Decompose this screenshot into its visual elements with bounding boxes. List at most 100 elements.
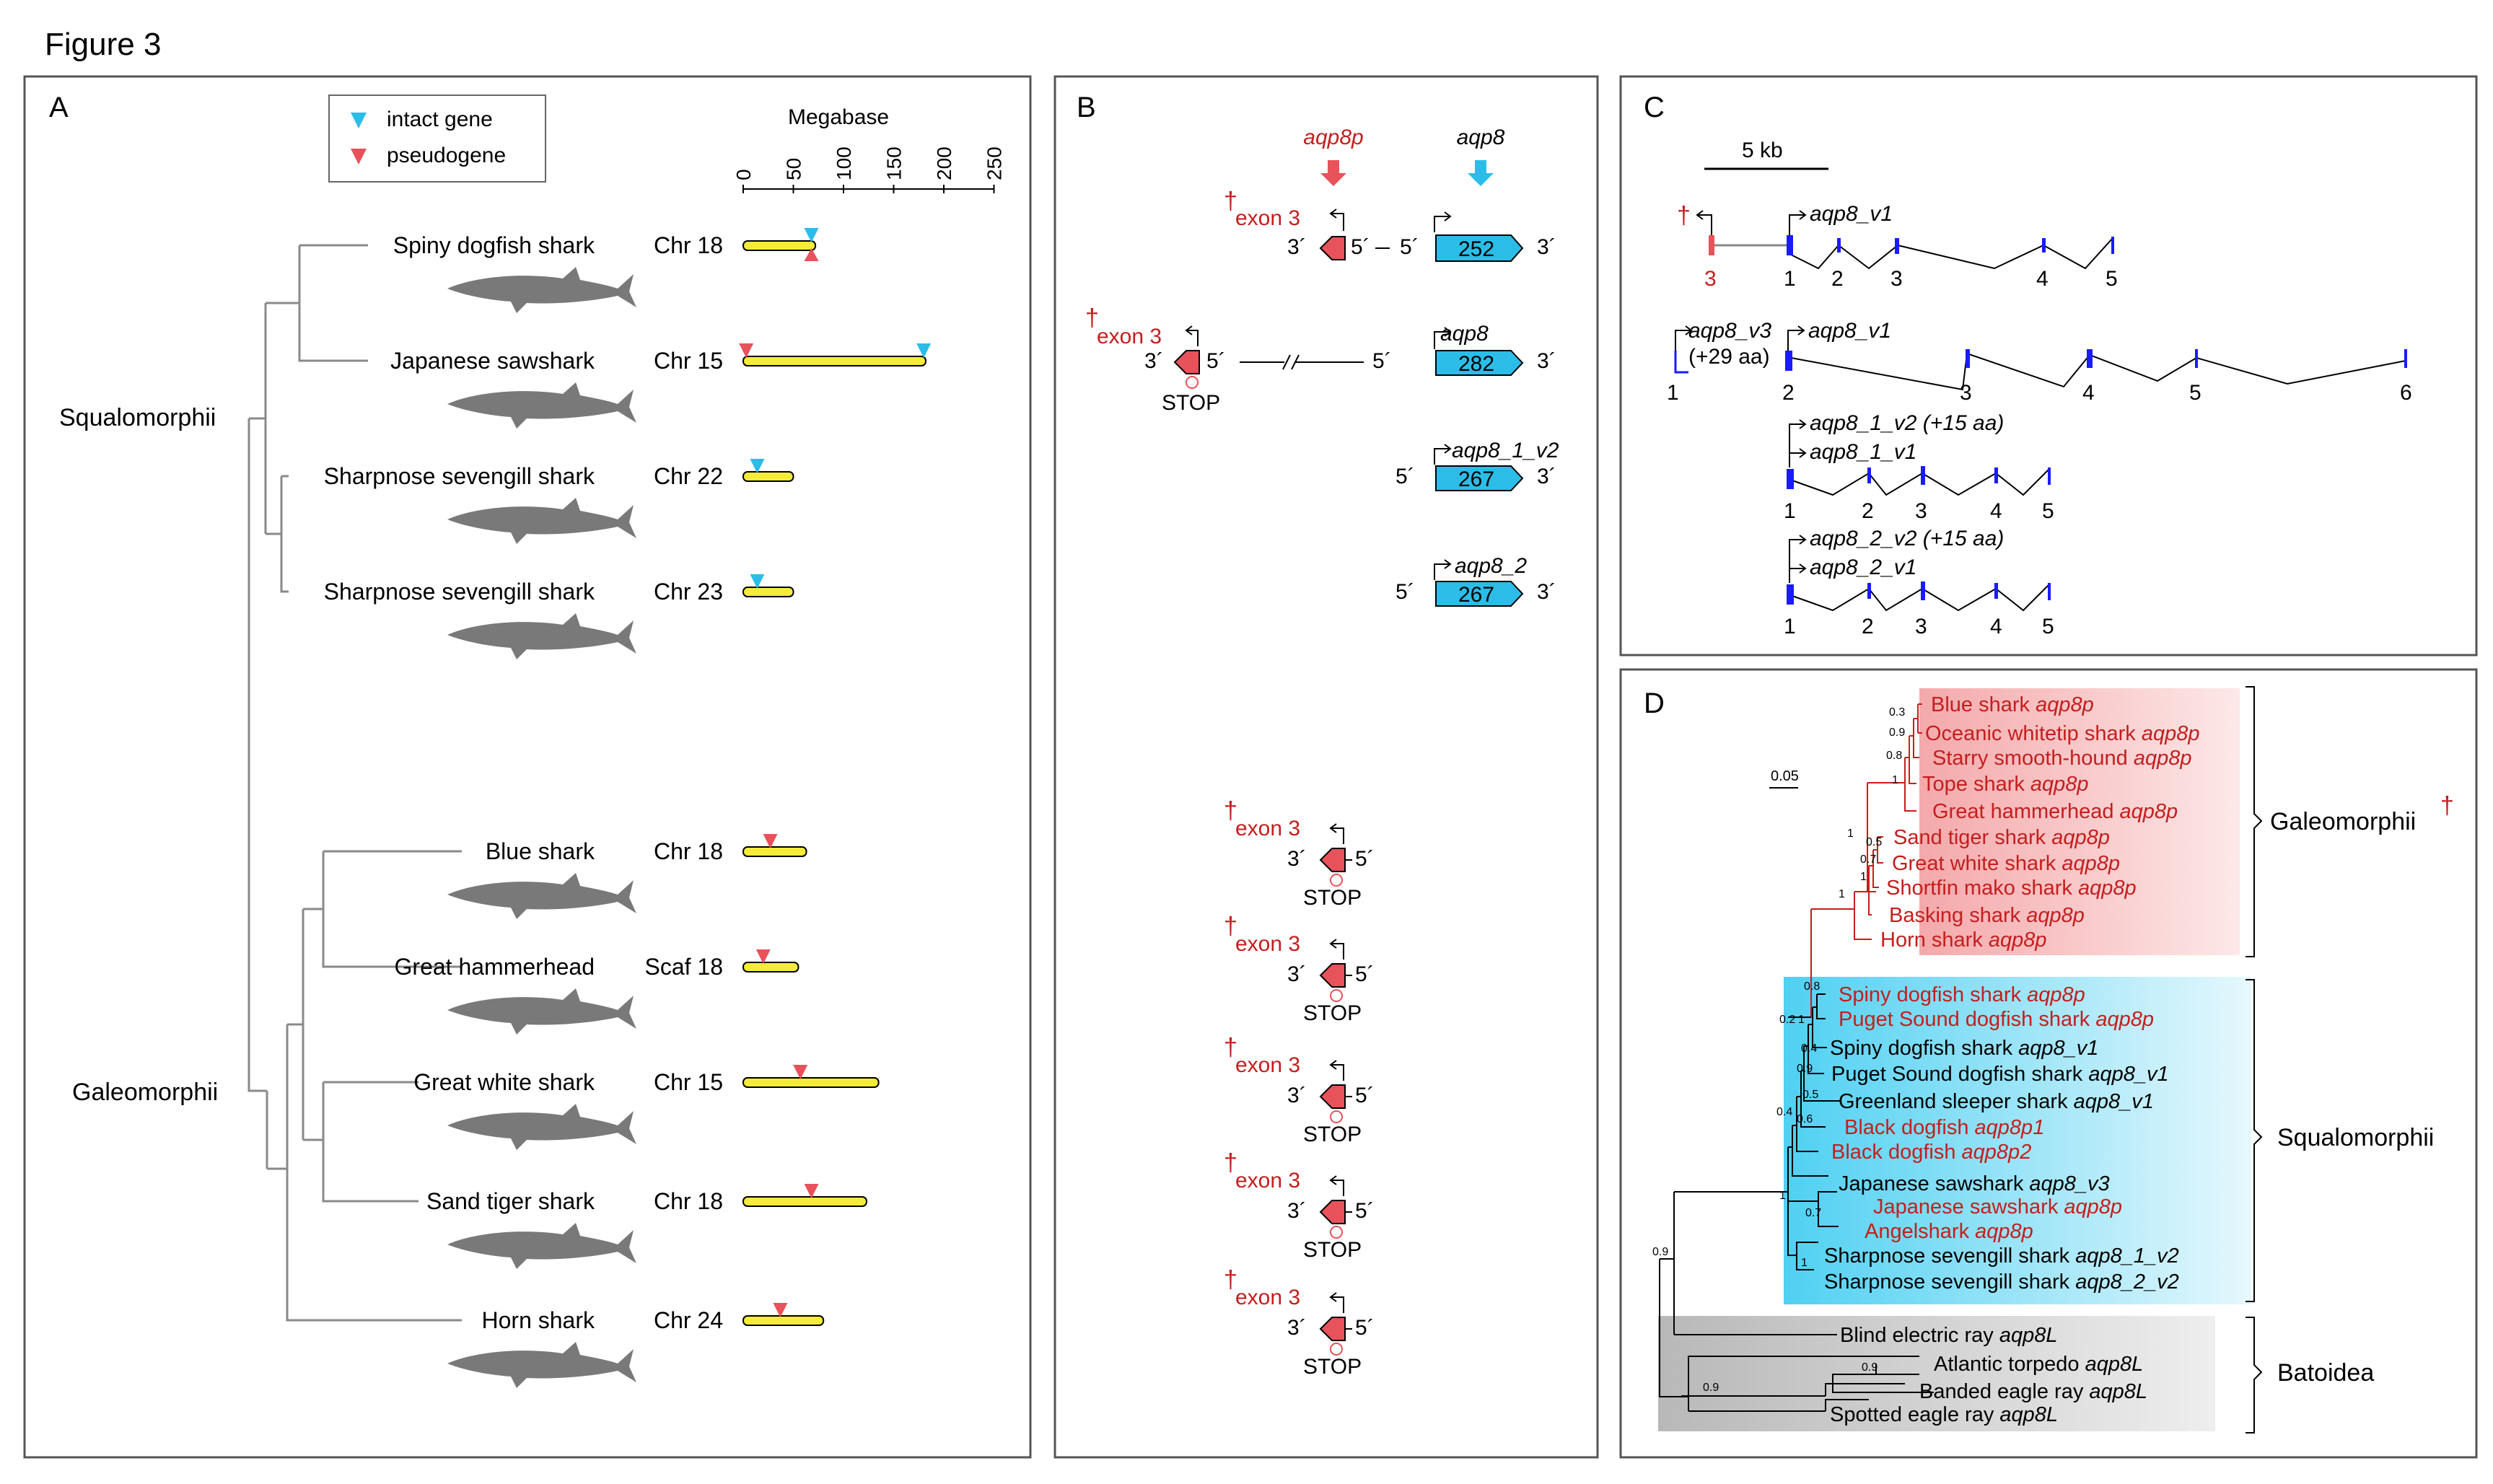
- support-value: 0.5: [1866, 836, 1882, 848]
- support-value: 1: [1892, 774, 1898, 786]
- species-name: Spiny dogfish shark: [393, 232, 595, 258]
- chromosome-bar: [742, 1315, 825, 1326]
- svg-text:3´: 3´: [1287, 1084, 1307, 1107]
- chromosome-bar: [742, 962, 799, 972]
- svg-text:3´: 3´: [1537, 349, 1556, 373]
- chromosome-name: Chr 18: [654, 1188, 723, 1214]
- tree-leaf: Tope shark aqp8p: [1922, 773, 2089, 796]
- svg-text:3´: 3´: [1287, 1199, 1307, 1223]
- species-name: Great hammerhead: [395, 954, 595, 980]
- support-value: 0.9: [1703, 1382, 1719, 1394]
- chromosome-name: Chr 24: [654, 1307, 723, 1333]
- scale-tick-label: 100: [833, 146, 855, 180]
- support-value: 1: [1839, 888, 1845, 900]
- locus-sevengill-chr22: aqp8_1_v2 5´ 267 3´: [1396, 439, 1559, 491]
- pseudogene-marker: [804, 248, 819, 261]
- gene-structure-4: aqp8_2_v2 (+15 aa) aqp8_2_v1 1 2 3 4 5: [1784, 527, 2054, 638]
- svg-text:3´: 3´: [1144, 349, 1164, 373]
- svg-text:2: 2: [1831, 267, 1844, 291]
- tree-leaf: Angelshark aqp8p: [1865, 1220, 2033, 1243]
- svg-text:3´: 3´: [1537, 580, 1556, 604]
- box-value: 267: [1458, 467, 1494, 491]
- svg-text:aqp8_1_v1: aqp8_1_v1: [1810, 440, 1916, 464]
- pseudogene-arrow-icon: [1320, 160, 1346, 186]
- svg-text:4: 4: [2036, 267, 2049, 291]
- support-value: 0.9: [1889, 726, 1905, 739]
- shark-silhouette: [447, 1342, 636, 1388]
- intact-gene-marker: [804, 228, 819, 242]
- scale-tick-label: 200: [933, 146, 955, 180]
- locus-japanese-sawshark: † exon 3 3´ STOP 5´ 5´ aqp8 282 3´: [1085, 304, 1556, 415]
- chromosome-bar: [742, 471, 794, 482]
- panel-a-frame: [23, 75, 1032, 1459]
- box-value: 267: [1458, 583, 1494, 607]
- tree-leaf: Oceanic whitetip shark aqp8p: [1925, 722, 2199, 745]
- svg-text:3´: 3´: [1287, 235, 1307, 259]
- svg-text:5´: 5´: [1355, 1084, 1375, 1107]
- support-value: 0.2: [1779, 1014, 1795, 1026]
- species-name: Sharpnose sevengill shark: [324, 463, 595, 489]
- svg-text:5´: 5´: [1355, 847, 1375, 871]
- svg-text:1: 1: [1784, 267, 1796, 291]
- header-gene: aqp8: [1457, 126, 1505, 149]
- svg-text:exon 3: exon 3: [1235, 1169, 1300, 1193]
- scale-tick-label: 0: [732, 169, 755, 180]
- clade-brackets: [2246, 686, 2263, 1433]
- svg-text:exon 3: exon 3: [1235, 1286, 1300, 1309]
- shark-silhouette: [447, 988, 636, 1035]
- svg-text:4: 4: [2082, 381, 2095, 405]
- svg-text:aqp8_v1: aqp8_v1: [1810, 202, 1893, 226]
- galeomorphii-highlight: [1919, 688, 2240, 955]
- svg-text:1: 1: [1667, 381, 1679, 405]
- tree-leaf: Puget Sound dogfish shark aqp8_v1: [1831, 1063, 2169, 1086]
- tree-leaf: Great white shark aqp8p: [1892, 852, 2120, 875]
- svg-text:5: 5: [2042, 615, 2054, 638]
- scale-tick-label: 250: [983, 146, 1006, 180]
- svg-text:2: 2: [1862, 615, 1874, 638]
- tree-leaf: Puget Sound dogfish shark aqp8p: [1839, 1008, 2154, 1031]
- svg-text:†: †: [1677, 202, 1691, 229]
- svg-text:5: 5: [2042, 499, 2054, 523]
- clade-squalomorphii: Squalomorphii: [2277, 1124, 2434, 1151]
- support-value: 0.4: [1776, 1106, 1792, 1118]
- support-value: 0.7: [1805, 1207, 1821, 1219]
- legend-intact-label: intact gene: [387, 107, 493, 131]
- support-value: 1: [1847, 827, 1854, 840]
- locus-spiny-dogfish: † exon 3 3´ 5´ 5´ 252 3´: [1224, 188, 1556, 262]
- support-value: 0.3: [1889, 706, 1905, 719]
- support-value: 1: [1779, 1190, 1786, 1202]
- tree-leaf: Atlantic torpedo aqp8L: [1934, 1353, 2143, 1376]
- svg-text:2: 2: [1862, 499, 1874, 523]
- svg-text:4: 4: [1990, 615, 2002, 638]
- pseudogene-marker: [793, 1065, 808, 1079]
- support-value: 1: [1798, 1014, 1805, 1026]
- species-name: Sharpnose sevengill shark: [324, 579, 595, 605]
- support-value: 1: [1801, 1257, 1808, 1269]
- svg-text:(+29 aa): (+29 aa): [1688, 345, 1770, 369]
- svg-text:exon 3: exon 3: [1235, 206, 1300, 230]
- tree-leaf: Blind electric ray aqp8L: [1840, 1324, 2057, 1347]
- tree-leaf: Banded eagle ray aqp8L: [1919, 1380, 2147, 1403]
- tree-leaf: Sharpnose sevengill shark aqp8_1_v2: [1824, 1244, 2179, 1268]
- svg-text:STOP: STOP: [1162, 391, 1220, 415]
- locus-sevengill-chr23: aqp8_2 5´ 267 3´: [1396, 554, 1556, 607]
- clade-batoidea: Batoidea: [2277, 1359, 2374, 1387]
- svg-text:aqp8_v3: aqp8_v3: [1688, 319, 1771, 343]
- pseudogene-marker: [773, 1303, 788, 1317]
- panel-a-label: A: [49, 92, 69, 123]
- svg-text:5´: 5´: [1400, 235, 1419, 259]
- svg-text:3: 3: [1915, 615, 1927, 638]
- svg-text:3´: 3´: [1537, 465, 1556, 488]
- gene-tree: [1659, 703, 1934, 1412]
- support-value: 0.9: [1862, 1361, 1878, 1374]
